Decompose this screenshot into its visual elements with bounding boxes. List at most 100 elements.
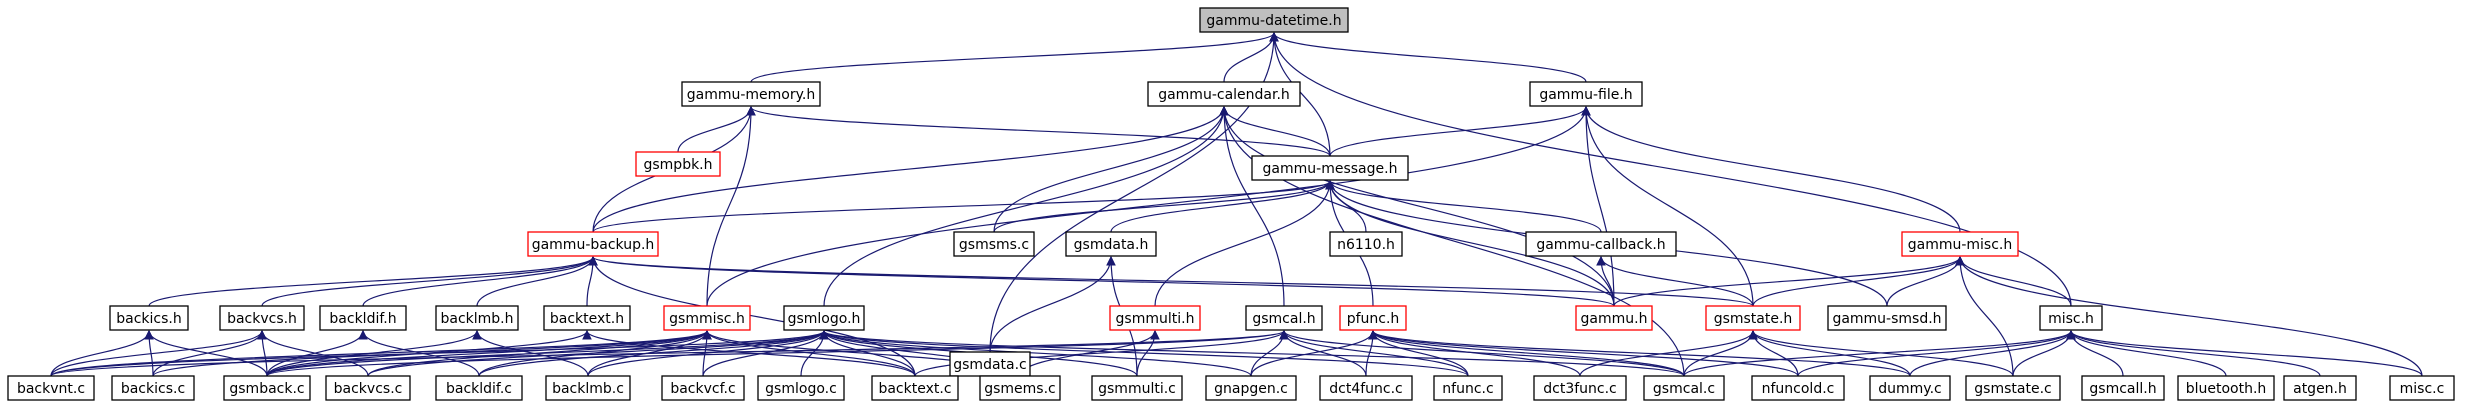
edge-gammu-backup-h-to-gammu-message-h bbox=[592, 180, 1335, 233]
edge-gammu-callback-h-to-gammu-message-h bbox=[1325, 180, 1602, 233]
node-box bbox=[435, 375, 523, 401]
edge-gsmcal-h-to-gammu-calendar-h bbox=[1219, 106, 1285, 307]
node-gsmdata-c[interactable]: gsmdata.c bbox=[949, 351, 1031, 377]
node-gsmcal-c[interactable]: gsmcal.c bbox=[1643, 375, 1725, 401]
node-gsmmisc-h[interactable]: gsmmisc.h bbox=[663, 305, 751, 331]
node-box bbox=[783, 305, 865, 331]
node-label: gnapgen.c bbox=[1214, 381, 1288, 397]
node-backics-c[interactable]: backics.c bbox=[111, 375, 195, 401]
node-misc-c[interactable]: misc.c bbox=[2389, 375, 2455, 401]
edge-nfuncold-c-to-misc-h bbox=[1797, 330, 2076, 377]
edge-backtext-c-to-gammu-backup-h bbox=[588, 256, 916, 377]
node-gsmlogo-h[interactable]: gsmlogo.h bbox=[783, 305, 865, 331]
node-backics-h[interactable]: backics.h bbox=[109, 305, 189, 331]
node-n6110-h[interactable]: n6110.h bbox=[1329, 231, 1403, 257]
node-misc-h[interactable]: misc.h bbox=[2039, 305, 2103, 331]
node-label: backlmb.c bbox=[552, 381, 624, 397]
node-gsmpbk-h[interactable]: gsmpbk.h bbox=[635, 151, 721, 177]
node-pfunc-h[interactable]: pfunc.h bbox=[1339, 305, 1407, 331]
node-backtext-c[interactable]: backtext.c bbox=[871, 375, 959, 401]
node-backtext-h[interactable]: backtext.h bbox=[543, 305, 631, 331]
edge-gammu-memory-h-to-gammu-datetime-h bbox=[750, 32, 1279, 83]
node-atgen-h[interactable]: atgen.h bbox=[2283, 375, 2357, 401]
edge-layer bbox=[50, 32, 2423, 377]
edge-gsmcal-c-to-pfunc-h bbox=[1368, 330, 1685, 377]
node-backlmb-c[interactable]: backlmb.c bbox=[545, 375, 631, 401]
node-label: gammu-datetime.h bbox=[1206, 13, 1341, 29]
node-gsmmulti-h[interactable]: gsmmulti.h bbox=[1109, 305, 1201, 331]
node-label: backlmb.h bbox=[440, 311, 513, 327]
node-gammu-file-h[interactable]: gammu-file.h bbox=[1529, 81, 1643, 107]
edge-backvnt-c-to-gsmlogo-h bbox=[50, 330, 829, 377]
node-layer: gammu-datetime.h gammu-memory.h gammu-cale… bbox=[7, 7, 2455, 401]
node-box bbox=[545, 375, 631, 401]
node-backvcs-h[interactable]: backvcs.h bbox=[219, 305, 305, 331]
edge-gsmmulti-h-to-gammu-message-h bbox=[1154, 180, 1335, 307]
node-gsmdata-h[interactable]: gsmdata.h bbox=[1065, 231, 1157, 257]
node-box bbox=[1869, 375, 1951, 401]
node-backlmb-h[interactable]: backlmb.h bbox=[435, 305, 519, 331]
node-dct3func-c[interactable]: dct3func.c bbox=[1533, 375, 1627, 401]
node-label: gsmlogo.h bbox=[788, 311, 861, 327]
node-label: gsmcal.c bbox=[1653, 381, 1715, 397]
node-gsmcal-h[interactable]: gsmcal.h bbox=[1245, 305, 1323, 331]
node-gsmback-c[interactable]: gsmback.c bbox=[223, 375, 311, 401]
node-gsmmulti-c[interactable]: gsmmulti.c bbox=[1091, 375, 1183, 401]
node-gsmstate-h[interactable]: gsmstate.h bbox=[1705, 305, 1801, 331]
edge-nfuncold-c-to-pfunc-h bbox=[1368, 330, 1799, 377]
node-backvnt-c[interactable]: backvnt.c bbox=[7, 375, 95, 401]
node-label: nfuncold.c bbox=[1762, 381, 1835, 397]
node-gammu-callback-h[interactable]: gammu-callback.h bbox=[1525, 231, 1677, 257]
node-gsmsms-c[interactable]: gsmsms.c bbox=[953, 231, 1035, 257]
edge-gammu-h-to-gammu-backup-h bbox=[588, 256, 1615, 307]
edge-backldif-h-to-gammu-backup-h bbox=[362, 256, 598, 307]
node-box bbox=[1643, 375, 1725, 401]
node-box bbox=[1533, 375, 1627, 401]
node-label: gsmpbk.h bbox=[643, 157, 712, 173]
node-gammu-h[interactable]: gammu.h bbox=[1575, 305, 1653, 331]
node-label: backics.h bbox=[116, 311, 181, 327]
node-gsmstate-c[interactable]: gsmstate.c bbox=[1965, 375, 2061, 401]
node-label: gsmmulti.c bbox=[1098, 381, 1176, 397]
node-backvcs-c[interactable]: backvcs.c bbox=[325, 375, 411, 401]
node-dct4func-c[interactable]: dct4func.c bbox=[1319, 375, 1413, 401]
edge-misc-c-to-misc-h bbox=[2066, 330, 2423, 377]
node-gammu-backup-h[interactable]: gammu-backup.h bbox=[527, 231, 659, 257]
node-box bbox=[1433, 375, 1503, 401]
edge-backtext-c-to-gsmmisc-h bbox=[702, 330, 916, 377]
node-nfuncold-c[interactable]: nfuncold.c bbox=[1751, 375, 1845, 401]
node-gammu-smsd-h[interactable]: gammu-smsd.h bbox=[1827, 305, 1947, 331]
node-gsmlogo-c[interactable]: gsmlogo.c bbox=[757, 375, 845, 401]
node-gammu-misc-h[interactable]: gammu-misc.h bbox=[1901, 231, 2019, 257]
edge-gnapgen-c-to-pfunc-h bbox=[1250, 330, 1378, 377]
node-nfunc-c[interactable]: nfunc.c bbox=[1433, 375, 1503, 401]
node-dummy-c[interactable]: dummy.c bbox=[1869, 375, 1951, 401]
node-gammu-message-h[interactable]: gammu-message.h bbox=[1251, 155, 1409, 181]
node-backldif-h[interactable]: backldif.h bbox=[319, 305, 407, 331]
edge-nfunc-c-to-gsmcal-h bbox=[1279, 330, 1469, 377]
node-gnapgen-c[interactable]: gnapgen.c bbox=[1205, 375, 1297, 401]
edge-gsmcal-c-to-gammu-calendar-h bbox=[1219, 106, 1685, 377]
edge-gsmback-c-to-gsmlogo-h bbox=[266, 330, 829, 377]
node-label: n6110.h bbox=[1337, 237, 1395, 253]
edge-gsmsms-c-to-gammu-calendar-h bbox=[993, 106, 1229, 233]
node-gammu-datetime-h[interactable]: gammu-datetime.h bbox=[1199, 7, 1349, 33]
node-label: gammu-message.h bbox=[1263, 161, 1398, 177]
edge-backtext-c-to-gsmcal-h bbox=[914, 330, 1289, 377]
edge-gsmstate-h-to-gammu-callback-h bbox=[1596, 256, 1754, 307]
node-gsmcall-h[interactable]: gsmcall.h bbox=[2081, 375, 2165, 401]
node-box bbox=[1199, 7, 1349, 33]
node-box bbox=[757, 375, 845, 401]
edge-gsmmisc-h-to-gammu-file-h bbox=[706, 106, 1591, 307]
node-box bbox=[979, 375, 1061, 401]
node-gammu-calendar-h[interactable]: gammu-calendar.h bbox=[1147, 81, 1301, 107]
node-gsmems-c[interactable]: gsmems.c bbox=[979, 375, 1061, 401]
node-bluetooth-h[interactable]: bluetooth.h bbox=[2177, 375, 2275, 401]
node-label: gsmsms.c bbox=[959, 237, 1029, 253]
node-gammu-memory-h[interactable]: gammu-memory.h bbox=[681, 81, 821, 107]
node-label: backvcs.c bbox=[334, 381, 403, 397]
node-label: dummy.c bbox=[1878, 381, 1941, 397]
node-backldif-c[interactable]: backldif.c bbox=[435, 375, 523, 401]
edge-gsmstate-c-to-gsmstate-h bbox=[1748, 330, 2014, 377]
node-backvcf-c[interactable]: backvcf.c bbox=[661, 375, 745, 401]
